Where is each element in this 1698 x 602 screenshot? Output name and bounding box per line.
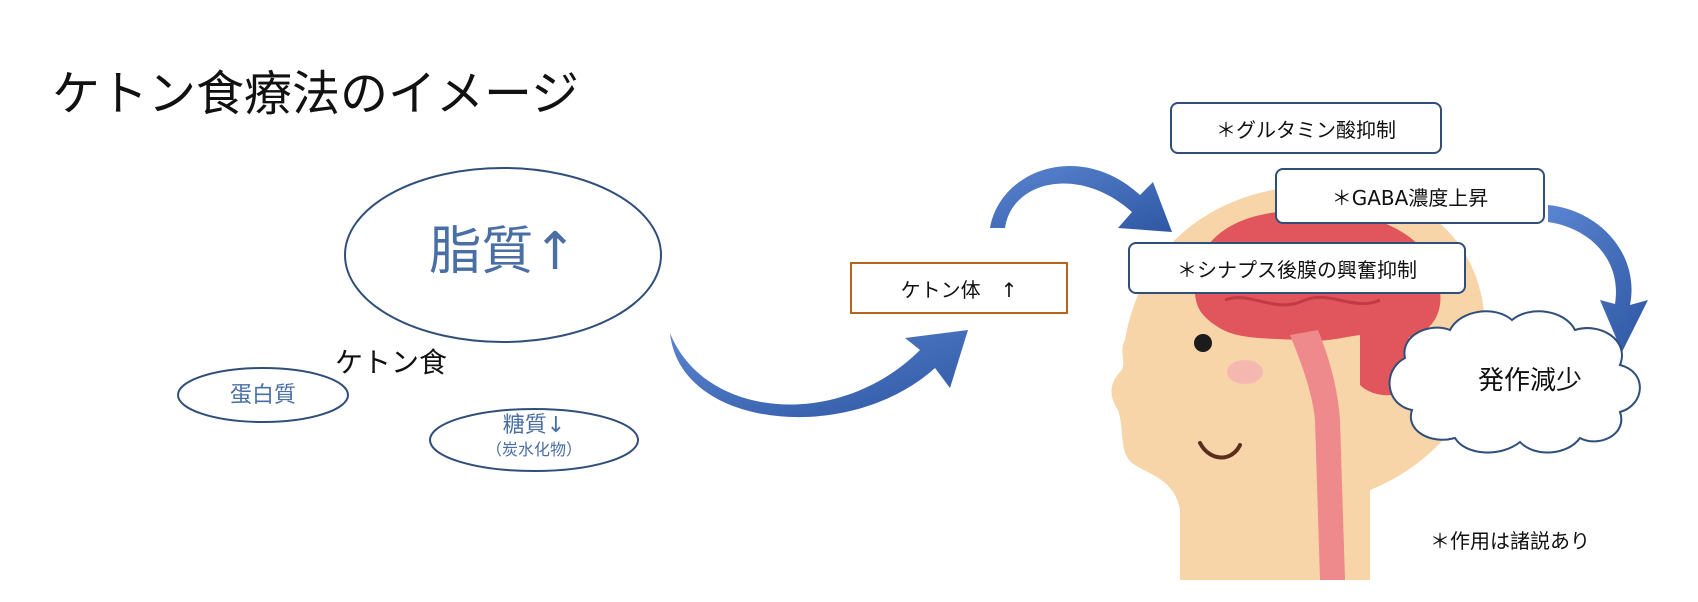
eye [1194, 334, 1212, 352]
curved-arrow-diet-to-ketone [670, 330, 968, 418]
fat-label: 脂質↑ [429, 222, 577, 282]
sugar-label: 糖質↓ [502, 413, 566, 438]
mouth [1198, 441, 1242, 460]
glutamate-suppression-box: ＊グルタミン酸抑制 [1170, 102, 1442, 154]
curved-arrow-ketone-to-brain [990, 165, 1172, 232]
fat-ellipse [344, 167, 662, 343]
synapse-inhibition-box: ＊シナプス後膜の興奮抑制 [1128, 242, 1466, 294]
ketone-bodies-box: ケトン体 ↑ [850, 262, 1068, 314]
carbohydrate-label: （炭水化物） [485, 440, 582, 459]
protein-label: 蛋白質 [229, 383, 296, 408]
seizure-reduction-label: 発作減少 [1477, 366, 1582, 396]
result-cloud [1388, 310, 1641, 454]
curved-arrow-effects-to-result [1548, 205, 1648, 352]
ketogenic-diet-label: ケトン食 [335, 346, 448, 379]
cheek [1227, 360, 1263, 384]
gaba-increase-box: ＊GABA濃度上昇 [1275, 168, 1545, 224]
footnote: ＊作用は諸説あり [1430, 529, 1590, 553]
protein-ellipse [177, 367, 349, 423]
sugar-ellipse [429, 408, 639, 472]
page-title: ケトン食療法のイメージ [52, 66, 580, 122]
